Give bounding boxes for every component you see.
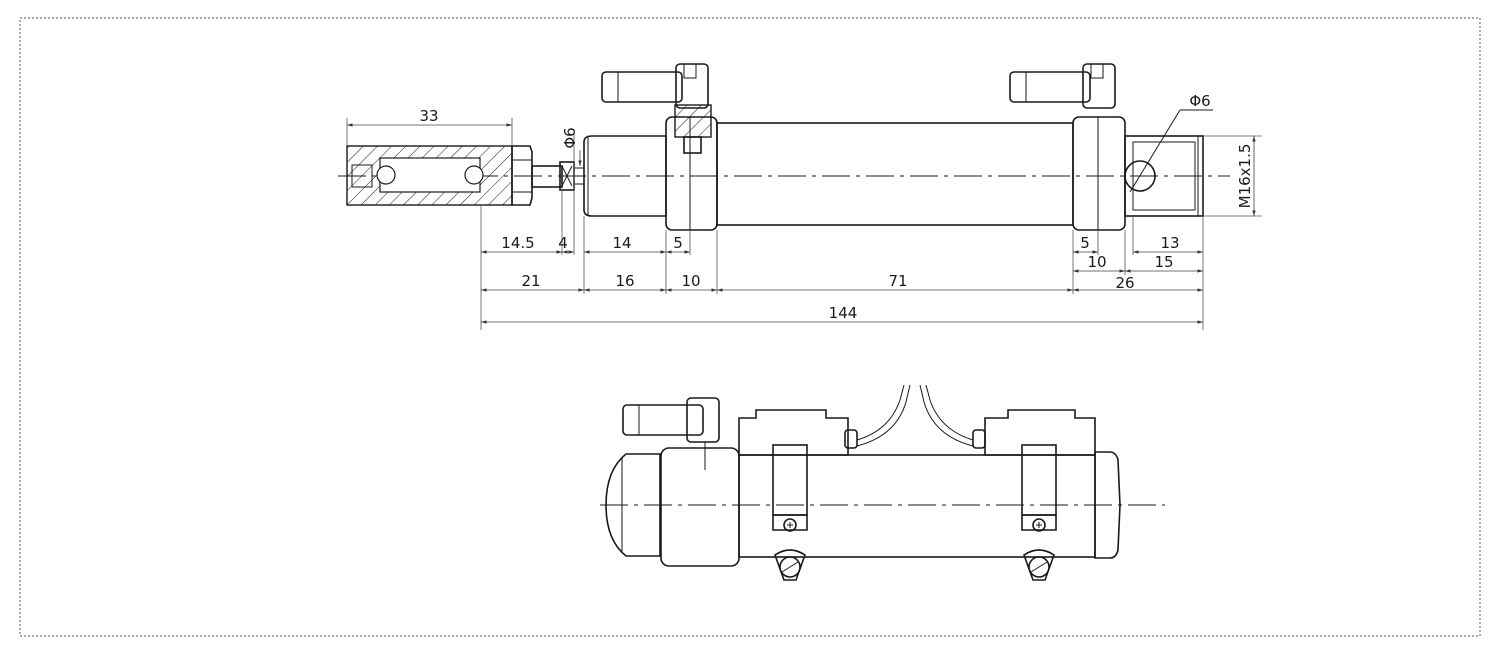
side-front-head <box>660 447 740 567</box>
dim-14-5: 14.5 <box>501 234 534 252</box>
dim-thread-spec: M16x1.5 <box>1236 144 1254 209</box>
rear-head-block <box>1072 116 1126 231</box>
dim-26: 26 <box>1115 274 1134 292</box>
dimension-labels: 33 Φ6 14.5 4 14 5 21 16 10 71 5 13 10 15… <box>419 92 1254 322</box>
piston-rod <box>531 165 563 188</box>
side-barrel <box>738 454 1096 558</box>
cylinder-barrel <box>716 122 1074 226</box>
rear-pin-hole <box>1124 160 1156 192</box>
front-elbow-fitting <box>601 71 683 103</box>
lock-nut <box>511 145 533 206</box>
rod-end-clevis <box>346 145 513 206</box>
dim-4: 4 <box>558 234 568 252</box>
sensor-left-body <box>738 409 849 456</box>
dim-21: 21 <box>521 272 540 290</box>
sensor-right-body <box>984 409 1096 456</box>
dim-rod-diameter: Φ6 <box>561 127 579 148</box>
dim-port-diameter: Φ6 <box>1189 92 1210 110</box>
front-port-fitting <box>674 104 712 138</box>
drawing-frame <box>19 17 1481 637</box>
dimension-lines <box>347 123 1256 324</box>
dim-71: 71 <box>888 272 907 290</box>
top-view: 33 Φ6 14.5 4 14 5 21 16 10 71 5 13 10 15… <box>338 63 1262 330</box>
dim-16: 16 <box>615 272 634 290</box>
side-view <box>600 384 1165 581</box>
dim-13: 13 <box>1160 234 1179 252</box>
side-rear-cover <box>1094 451 1121 559</box>
side-elbow-fitting <box>622 404 704 436</box>
dim-5-left: 5 <box>673 234 683 252</box>
clamp-screw-right <box>1023 549 1055 581</box>
dim-10-left: 10 <box>681 272 700 290</box>
clamp-screw-left <box>774 549 806 581</box>
dim-5-right: 5 <box>1080 234 1090 252</box>
extension-lines <box>346 118 1262 330</box>
dim-rod-length: 33 <box>419 107 438 125</box>
rear-elbow-fitting <box>1009 71 1091 103</box>
dim-144: 144 <box>829 304 858 322</box>
dim-15: 15 <box>1154 253 1173 271</box>
dim-14: 14 <box>612 234 631 252</box>
side-front-cover <box>605 453 661 557</box>
dim-10-right: 10 <box>1087 253 1106 271</box>
